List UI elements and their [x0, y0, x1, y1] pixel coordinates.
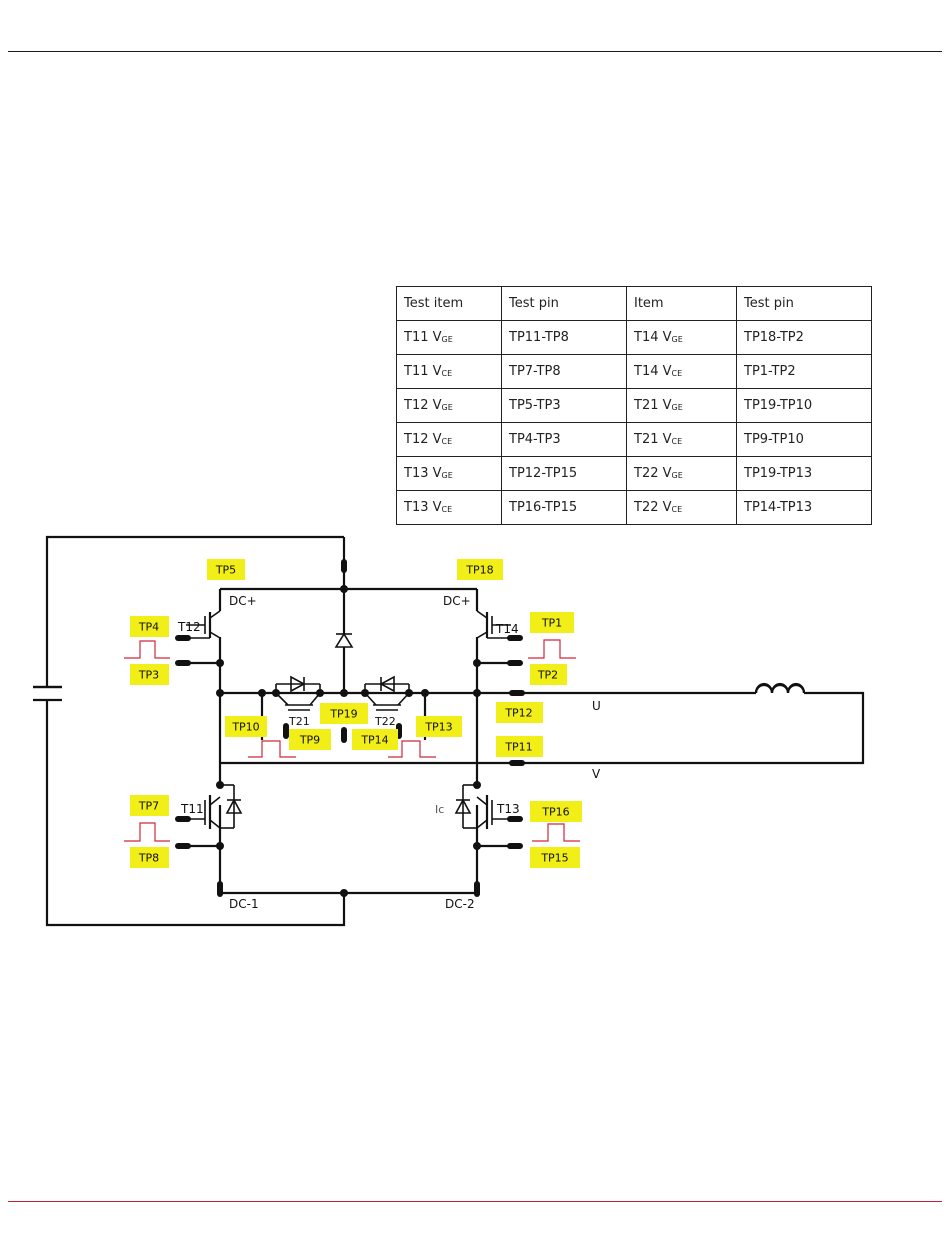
svg-text:TP15: TP15: [540, 852, 568, 865]
table-row: T13 VGE TP12-TP15 T22 VGE TP19-TP13: [396, 456, 872, 491]
svg-text:TP13: TP13: [424, 721, 452, 734]
table-row: T12 VGE TP5-TP3 T21 VGE TP19-TP10: [396, 388, 872, 423]
table-cell: T22 VGE: [626, 456, 737, 491]
header-test-pin-2: Test pin: [736, 286, 872, 321]
svg-text:TP4: TP4: [138, 621, 159, 634]
junction-dots: [216, 585, 481, 897]
table-cell: TP14-TP13: [736, 490, 872, 525]
table-cell: TP11-TP8: [501, 320, 627, 355]
table-cell: T12 VGE: [396, 388, 502, 423]
igbt-t13-icon: [454, 784, 493, 829]
svg-text:TP14: TP14: [360, 734, 388, 747]
t12-label: T12: [177, 620, 201, 634]
table-cell: TP19-TP10: [736, 388, 872, 423]
tp19-tag: TP19: [320, 703, 368, 724]
t21-label: T21: [288, 715, 310, 728]
header-item: Item: [626, 286, 737, 321]
igbt-t11-icon: [204, 784, 243, 829]
table-row: T13 VCE TP16-TP15 T22 VCE TP14-TP13: [396, 490, 872, 525]
table-cell: T13 VGE: [396, 456, 502, 491]
tp1-tag: TP1: [530, 612, 574, 633]
center-diode-icon: [334, 589, 354, 693]
t14-label: T14: [495, 622, 519, 636]
tp11-tag: TP11: [496, 736, 543, 757]
table-cell: T21 VCE: [626, 422, 737, 457]
tp3-tag: TP3: [130, 664, 169, 685]
igbt-t14-icon: [476, 610, 511, 639]
inductor-icon: [754, 682, 806, 694]
header-test-pin: Test pin: [501, 286, 627, 321]
table-cell: TP9-TP10: [736, 422, 872, 457]
table-cell: TP5-TP3: [501, 388, 627, 423]
svg-text:TP16: TP16: [541, 806, 569, 819]
tp2-tag: TP2: [530, 664, 567, 685]
table-row: T12 VCE TP4-TP3 T21 VCE TP9-TP10: [396, 422, 872, 457]
table-cell: T21 VGE: [626, 388, 737, 423]
tp18-tag: TP18: [457, 559, 503, 580]
table-cell: T12 VCE: [396, 422, 502, 457]
v-label: V: [592, 767, 601, 781]
svg-text:TP7: TP7: [138, 800, 159, 813]
svg-text:TP11: TP11: [504, 741, 532, 754]
svg-text:TP12: TP12: [504, 707, 532, 720]
tp4-tag: TP4: [130, 616, 169, 637]
header-test-item: Test item: [396, 286, 502, 321]
top-rule: [8, 51, 942, 52]
table-header-row: Test item Test pin Item Test pin: [396, 286, 872, 321]
dc-bus-wiring: [33, 535, 477, 927]
svg-text:TP9: TP9: [299, 734, 320, 747]
pin-stubs: [175, 559, 525, 897]
tp12-tag: TP12: [496, 702, 543, 723]
tp7-tag: TP7: [130, 795, 169, 816]
table-cell: TP7-TP8: [501, 354, 627, 389]
table-cell: T14 VCE: [626, 354, 737, 389]
t11-label: T11: [180, 802, 204, 816]
svg-text:TP19: TP19: [329, 708, 357, 721]
t22-label: T22: [374, 715, 396, 728]
svg-text:TP10: TP10: [231, 721, 259, 734]
igbt-t12-icon: [186, 610, 221, 639]
svg-text:TP2: TP2: [537, 669, 558, 682]
t13-label: T13: [496, 802, 520, 816]
test-pin-table: Test item Test pin Item Test pin T11 VGE…: [396, 286, 872, 525]
dc-minus-1-label: DC-1: [229, 897, 259, 911]
tp8-tag: TP8: [130, 847, 169, 868]
tp9-tag: TP9: [289, 729, 331, 750]
u-label: U: [592, 699, 601, 713]
svg-text:TP3: TP3: [138, 669, 159, 682]
table-cell: TP18-TP2: [736, 320, 872, 355]
table-cell: T13 VCE: [396, 490, 502, 525]
tp5-tag: TP5: [207, 559, 245, 580]
tp15-tag: TP15: [530, 847, 580, 868]
svg-text:TP8: TP8: [138, 852, 159, 865]
table-cell: TP4-TP3: [501, 422, 627, 457]
table-cell: TP16-TP15: [501, 490, 627, 525]
svg-text:TP18: TP18: [465, 564, 493, 577]
table-cell: TP12-TP15: [501, 456, 627, 491]
table-cell: T22 VCE: [626, 490, 737, 525]
dc-plus-right-label: DC+: [443, 594, 471, 608]
table-cell: T11 VGE: [396, 320, 502, 355]
bottom-rule: [8, 1201, 942, 1202]
svg-text:TP1: TP1: [541, 617, 562, 630]
dc-minus-2-label: DC-2: [445, 897, 475, 911]
tp13-tag: TP13: [416, 716, 462, 737]
dc-plus-left-label: DC+: [229, 594, 257, 608]
tp10-tag: TP10: [225, 716, 267, 737]
tp16-tag: TP16: [530, 801, 582, 822]
gate-pulse-waveforms: [124, 639, 580, 842]
tp14-tag: TP14: [352, 729, 398, 750]
ic-label: Ic: [435, 803, 444, 816]
svg-text:TP5: TP5: [215, 564, 236, 577]
table-cell: TP1-TP2: [736, 354, 872, 389]
